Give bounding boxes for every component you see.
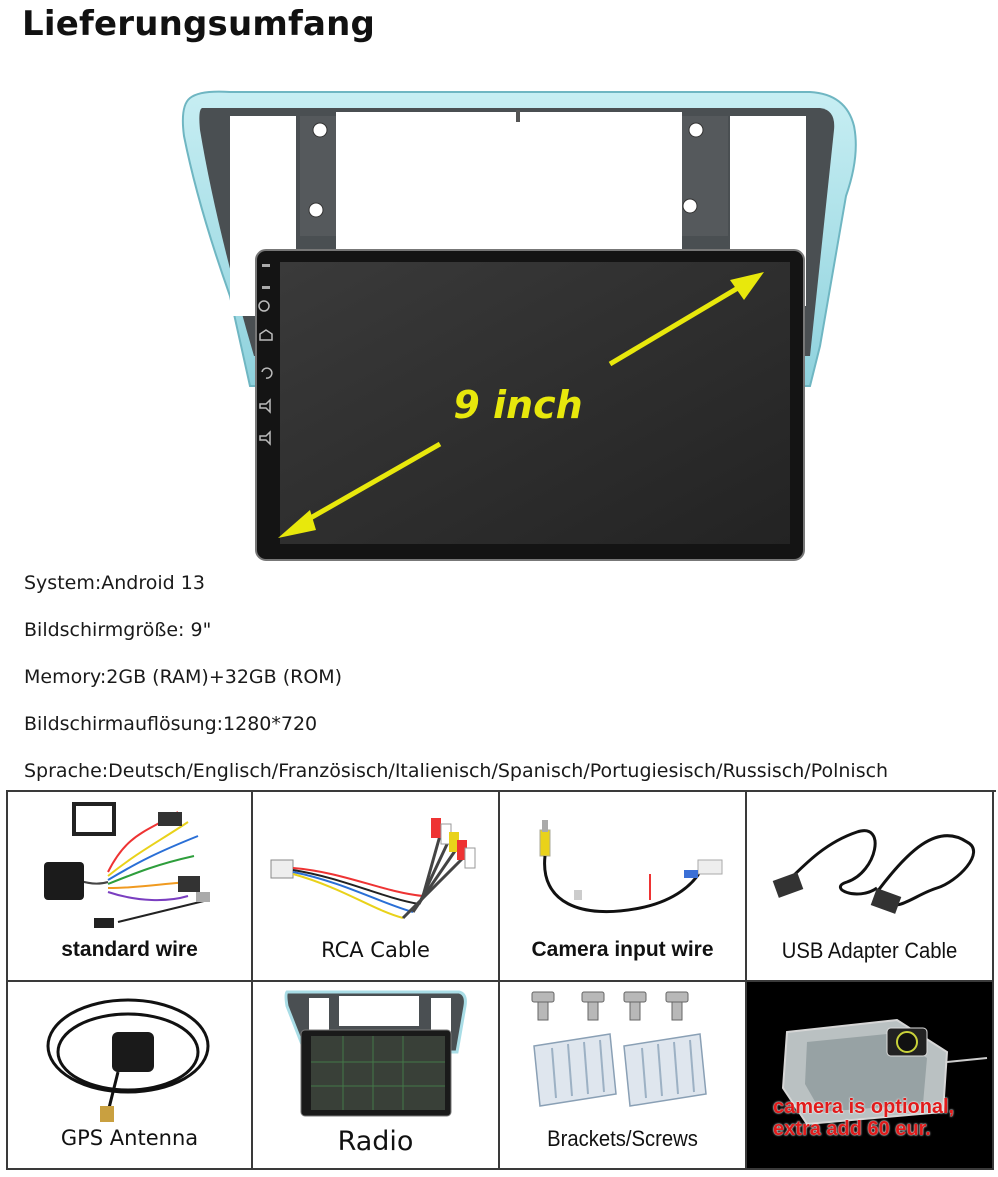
radio-unit-icon — [284, 990, 467, 1117]
spec-list: System:Android 13 Bildschirmgröße: 9" Me… — [24, 568, 994, 803]
item-optional-camera: camera is optional, extra add 60 eur. — [747, 982, 994, 1170]
head-unit-image: 9 inch — [181, 90, 857, 561]
wire-harness-icon — [44, 802, 210, 928]
item-brackets-screws: Brackets/Screws — [500, 982, 747, 1170]
rca-cable-icon — [270, 818, 476, 920]
item-label: Brackets/Screws — [547, 1126, 698, 1151]
spec-screen-size: Bildschirmgröße: 9" — [24, 619, 212, 641]
item-label: standard wire — [61, 938, 198, 961]
item-rca-cable: RCA Cable — [253, 792, 500, 982]
spec-system: System:Android 13 — [24, 572, 205, 594]
package-contents-grid: standard wire RCA Cable — [6, 790, 996, 1170]
item-camera-input-wire: Camera input wire — [500, 792, 747, 982]
item-radio: Radio — [253, 982, 500, 1170]
spec-language: Sprache:Deutsch/Englisch/Französisch/Ita… — [24, 760, 889, 782]
spec-memory: Memory:2GB (RAM)+32GB (ROM) — [24, 666, 343, 688]
item-label: Camera input wire — [531, 938, 714, 961]
item-label: GPS Antenna — [60, 1126, 199, 1150]
camera-optional-note: camera is optional, extra add 60 eur. — [773, 1096, 955, 1140]
spec-resolution: Bildschirmauflösung:1280*720 — [24, 713, 318, 735]
usb-cable-icon — [772, 829, 975, 914]
screen-size-label: 9 inch — [453, 383, 582, 427]
brackets-screws-icon — [531, 991, 707, 1107]
page-title: Lieferungsumfang — [22, 4, 376, 44]
camera-wire-icon — [539, 820, 723, 914]
gps-antenna-icon — [46, 998, 210, 1122]
item-label: Radio — [337, 1126, 414, 1157]
item-usb-adapter-cable: USB Adapter Cable — [747, 792, 994, 982]
item-standard-wire: standard wire — [6, 792, 253, 982]
backup-camera-icon — [781, 1018, 988, 1126]
item-gps-antenna: GPS Antenna — [6, 982, 253, 1170]
item-label: USB Adapter Cable — [781, 938, 958, 963]
item-label: RCA Cable — [321, 938, 430, 962]
